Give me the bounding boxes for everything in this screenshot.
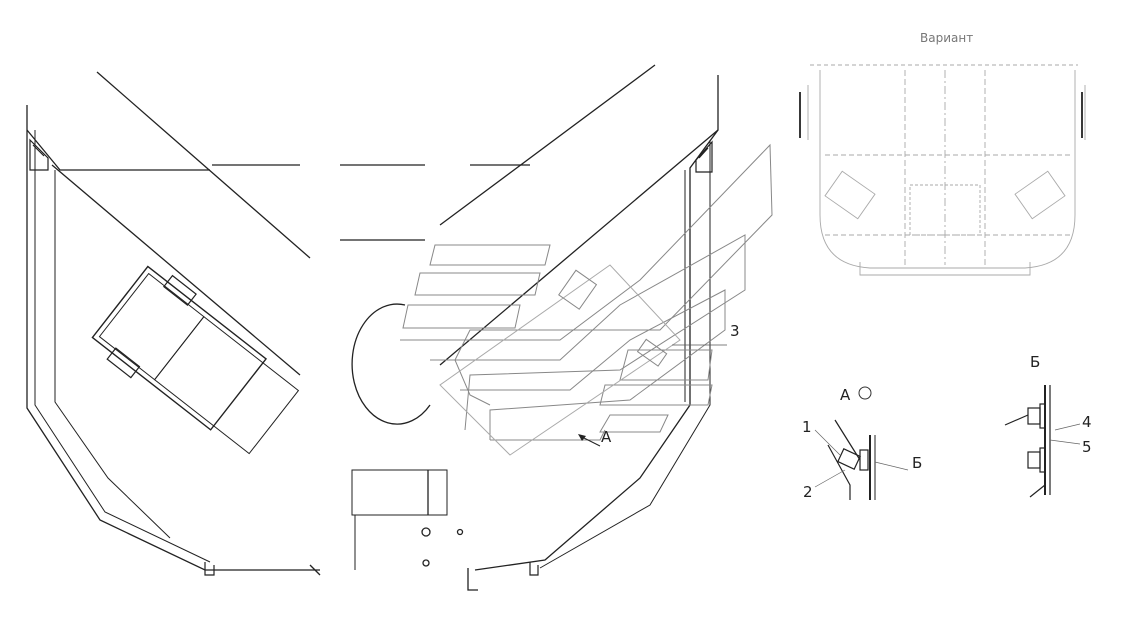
- left-corner-bracket: [29, 138, 49, 171]
- detail-b: Б 4 5: [1004, 353, 1092, 498]
- hatch-circle: [351, 303, 431, 425]
- callout-b-label: Б: [912, 454, 922, 472]
- callout-a-label: А: [601, 428, 612, 446]
- floor-block: [351, 469, 448, 516]
- cab-right-wall: [474, 75, 719, 571]
- variant-title: Вариант: [920, 31, 973, 45]
- variant-view: Вариант: [799, 31, 1086, 276]
- cab-left-wall: [26, 105, 320, 571]
- callout-1-label: 1: [802, 418, 812, 436]
- callout-4-label: 4: [1082, 413, 1092, 431]
- main-view: [26, 64, 719, 591]
- detail-a-title: А: [840, 386, 851, 404]
- main-callouts: 3 А: [578, 322, 740, 447]
- callout-2-label: 2: [803, 483, 813, 501]
- seat: [91, 265, 300, 455]
- callout-3-label: 3: [730, 322, 740, 340]
- detail-a: А 1 2 Б: [802, 386, 922, 501]
- right-corner-bracket: [695, 140, 713, 173]
- callout-5-label: 5: [1082, 438, 1092, 456]
- detail-b-title: Б: [1030, 353, 1040, 371]
- rotation-icon: [858, 386, 872, 400]
- panel-stack: [400, 143, 773, 456]
